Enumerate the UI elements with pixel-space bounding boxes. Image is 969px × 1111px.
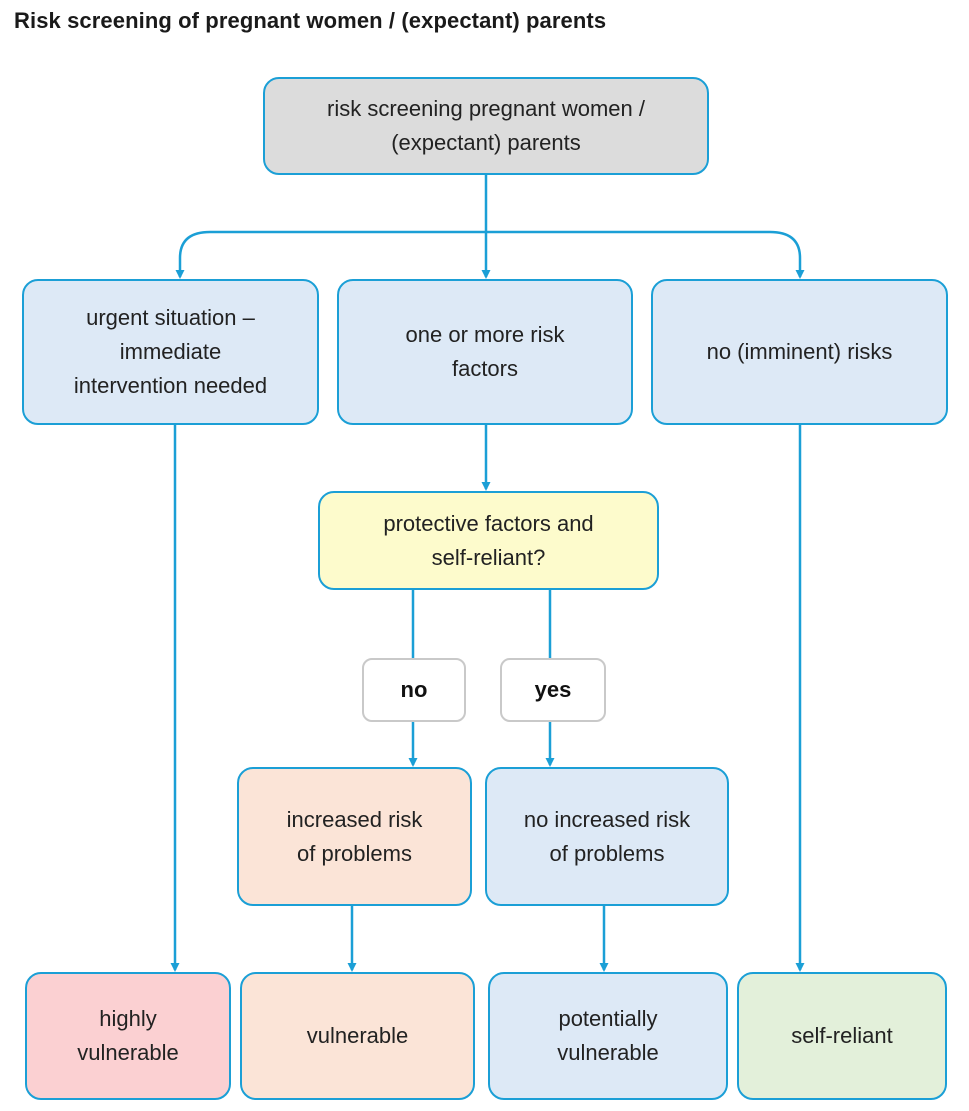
node-urgent-situation: urgent situation – immediate interventio…	[22, 279, 319, 425]
node-text-line: self-reliant?	[431, 544, 546, 570]
node-text-line: one or more risk	[405, 322, 565, 347]
node-text-line: no increased risk	[523, 806, 691, 832]
node-text-line: increased risk	[286, 806, 423, 832]
node-one-or-more-risk-factors: one or more risk factors	[337, 279, 633, 425]
node-text-line: immediate	[119, 339, 222, 364]
node-text-line: protective factors and	[383, 510, 594, 536]
node-text-line: of problems	[549, 840, 665, 866]
node-text-line: no (imminent) risks	[706, 339, 893, 364]
node-protective-factors: protective factors and self-reliant?	[318, 491, 659, 590]
node-text-line: potentially	[558, 1006, 658, 1031]
node-potentially-vulnerable: potentially vulnerable	[488, 972, 728, 1100]
node-text-line: (expectant) parents	[391, 130, 581, 155]
node-increased-risk: increased risk of problems	[237, 767, 472, 906]
node-text-line: self-reliant	[791, 1023, 893, 1048]
node-text-line: vulnerable	[77, 1040, 179, 1065]
arrow-root-to-no-risks	[486, 230, 805, 279]
label-yes: yes	[500, 658, 606, 722]
node-text-line: highly	[99, 1006, 157, 1031]
node-vulnerable: vulnerable	[240, 972, 475, 1100]
node-text-line: vulnerable	[557, 1040, 659, 1065]
node-no-imminent-risks: no (imminent) risks	[651, 279, 948, 425]
label-no: no	[362, 658, 466, 722]
node-text-line: of problems	[297, 840, 412, 866]
node-text-line: urgent situation –	[86, 305, 255, 330]
node-text-line: intervention needed	[73, 373, 268, 398]
node-self-reliant: self-reliant	[737, 972, 947, 1100]
node-text-line: factors	[451, 356, 518, 381]
node-root-risk-screening: risk screening pregnant women / (expecta…	[263, 77, 709, 175]
page-title: Risk screening of pregnant women / (expe…	[14, 8, 607, 33]
arrow-root-to-urgent	[175, 230, 486, 279]
node-text-line: vulnerable	[306, 1023, 409, 1048]
node-highly-vulnerable: highly vulnerable	[25, 972, 231, 1100]
node-no-increased-risk: no increased risk of problems	[485, 767, 729, 906]
node-text-line: risk screening pregnant women /	[327, 96, 645, 121]
